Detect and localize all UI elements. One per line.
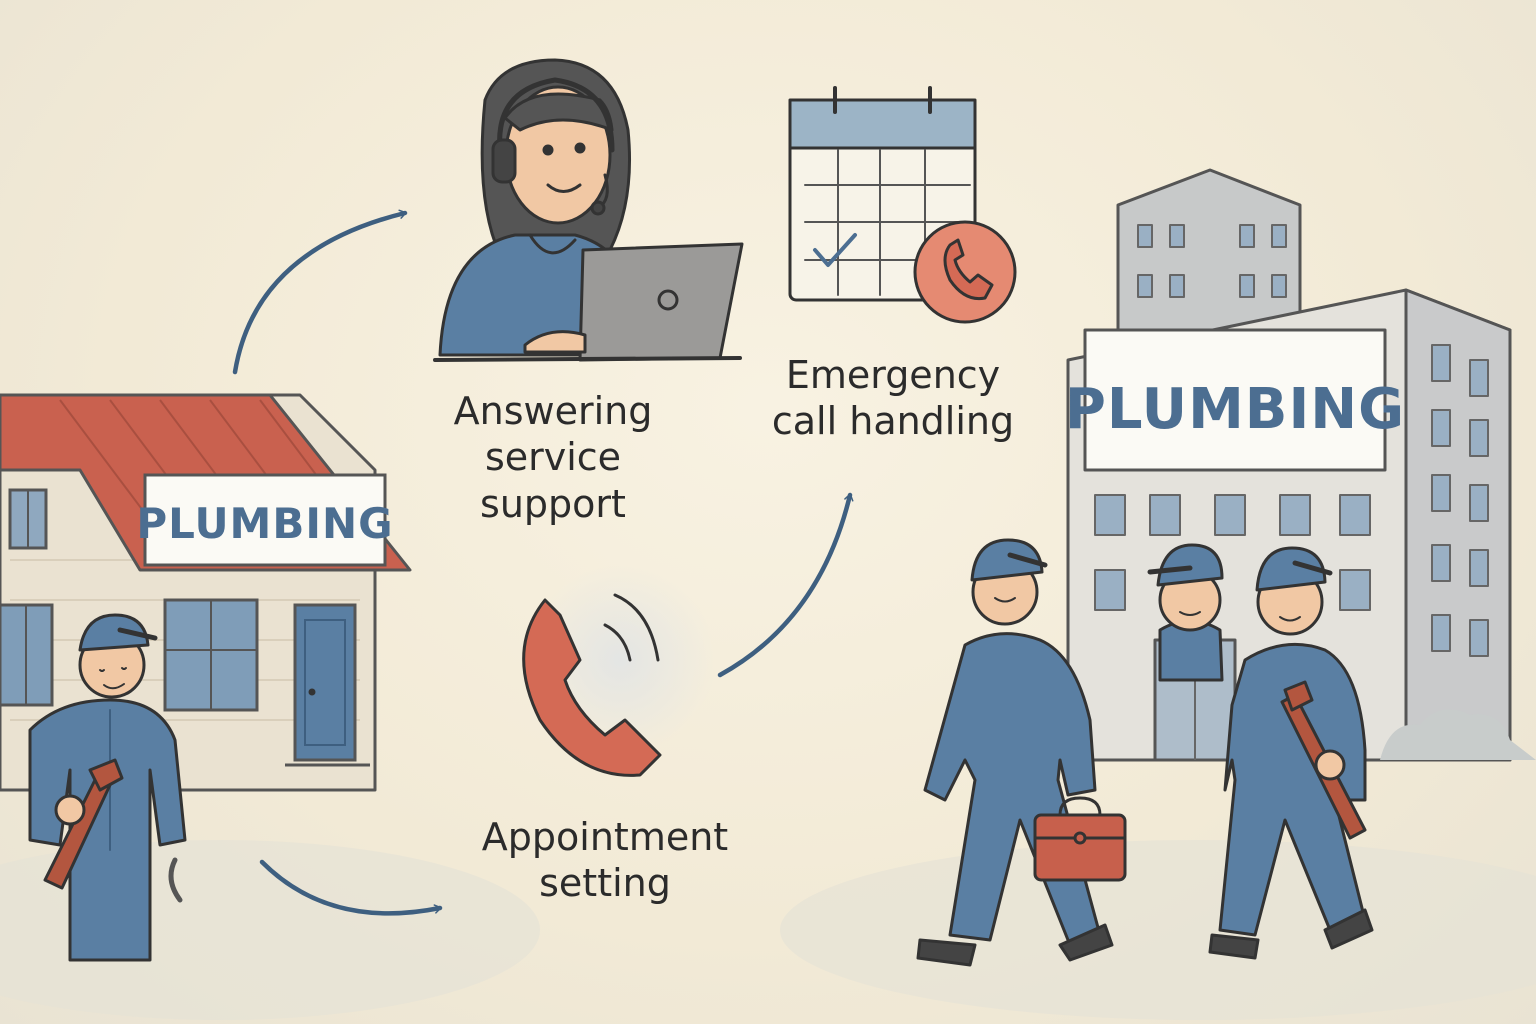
left-plumber (28, 613, 187, 962)
ringing-phone-icon (522, 565, 715, 777)
toolbox-icon (1033, 813, 1127, 882)
right-plumber-front (1208, 546, 1374, 960)
phone-badge-icon (913, 220, 1017, 324)
right-plumber-walking (916, 538, 1127, 967)
left-sign-board (143, 473, 387, 567)
appointment-setting-label: Appointment setting (481, 815, 729, 906)
right-plumber-middle (1147, 543, 1224, 682)
call-agent-with-laptop-icon (433, 58, 744, 362)
right-sign-board (1083, 328, 1387, 472)
arrow-appointment-to-emergency (717, 492, 854, 678)
left-sign-text: PLUMBING (136, 499, 393, 548)
arrow-house-to-appointment (259, 859, 443, 916)
arrow-house-to-answering (232, 209, 408, 375)
right-sign-text: PLUMBING (1065, 377, 1405, 442)
answering-service-label: Answering service support (453, 389, 653, 526)
ground-right (780, 840, 1536, 1020)
calendar-with-phone-icon (788, 86, 1017, 324)
emergency-call-label: Emergency call handling (771, 353, 1015, 444)
